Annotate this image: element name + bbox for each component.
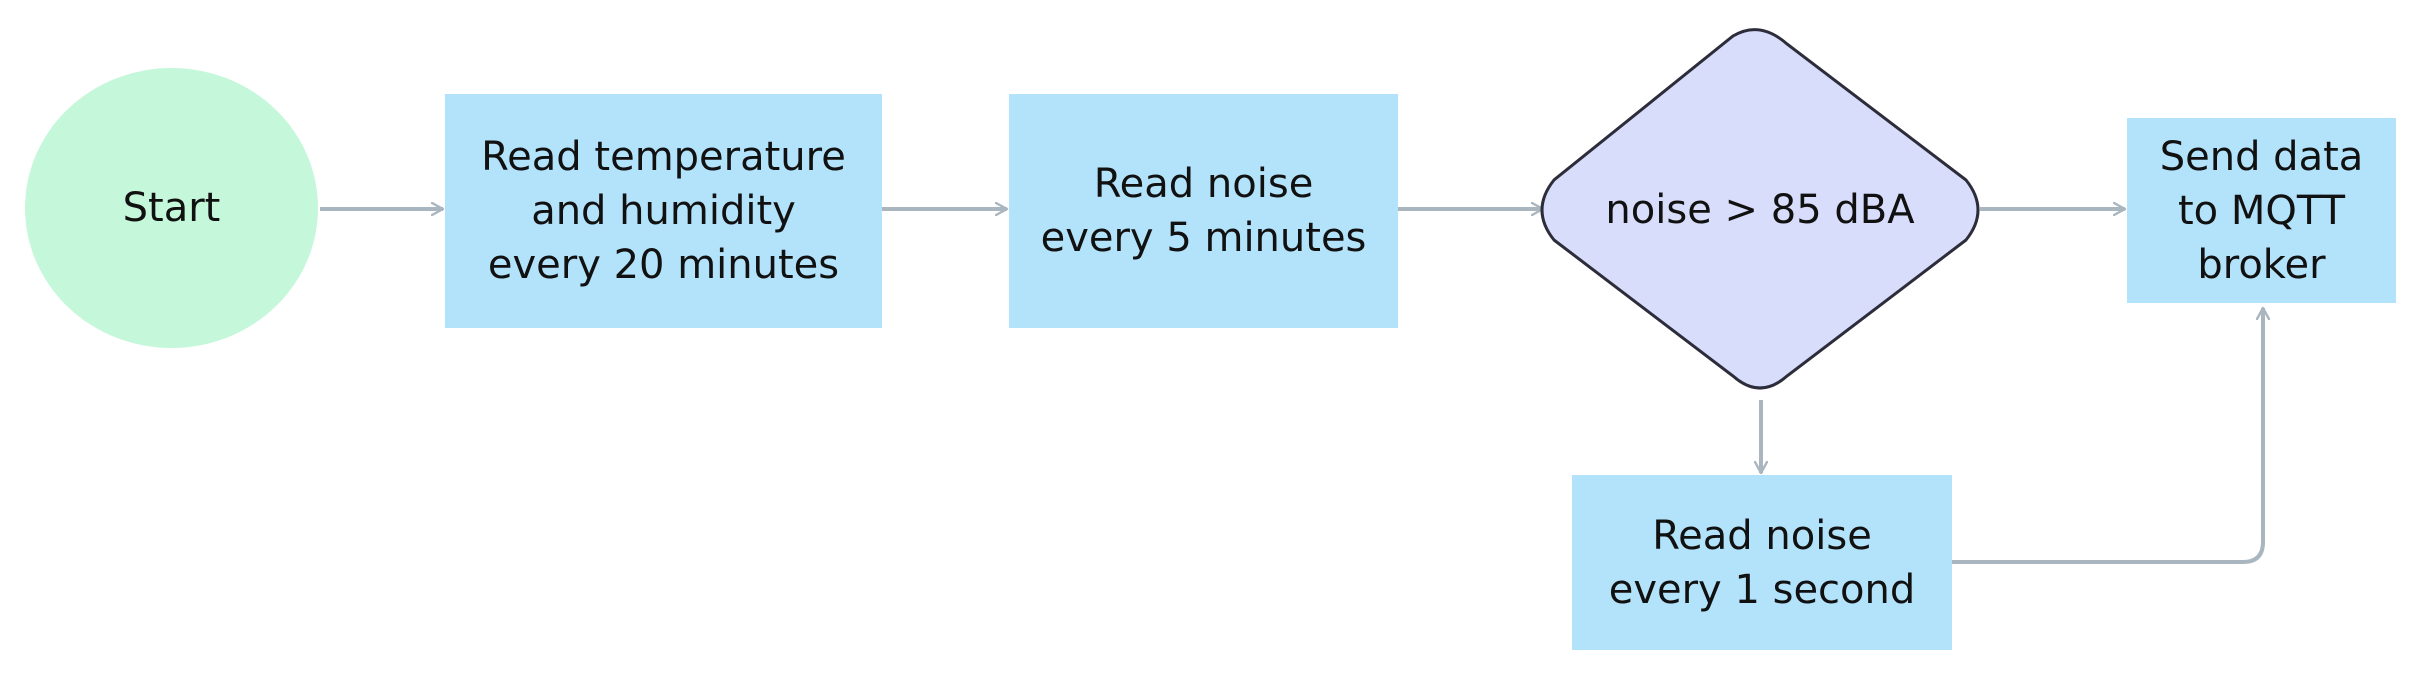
read-temperature-humidity-box: Read temperature and humidity every 20 m…: [445, 94, 882, 328]
edge-read-noise-1s-to-send-mqtt: [1952, 308, 2263, 564]
decision-noise-node: noise > 85 dBA: [1560, 170, 1960, 250]
decision-diamond-shape: [1540, 28, 1980, 390]
read-noise-1-second-box: Read noise every 1 second: [1572, 475, 1952, 650]
decision-noise-label: noise > 85 dBA: [1605, 187, 1915, 233]
read-temperature-humidity-label: Read temperature and humidity every 20 m…: [481, 134, 846, 288]
send-mqtt-label: Send data to MQTT broker: [2159, 133, 2364, 288]
start-label: Start: [122, 185, 221, 231]
send-mqtt-box: Send data to MQTT broker: [2127, 118, 2396, 303]
start-node: Start: [25, 68, 318, 348]
read-noise-1-second-label: Read noise every 1 second: [1608, 512, 1916, 613]
read-noise-5-minutes-box: Read noise every 5 minutes: [1009, 94, 1398, 328]
read-noise-5-minutes-label: Read noise every 5 minutes: [1040, 161, 1367, 261]
